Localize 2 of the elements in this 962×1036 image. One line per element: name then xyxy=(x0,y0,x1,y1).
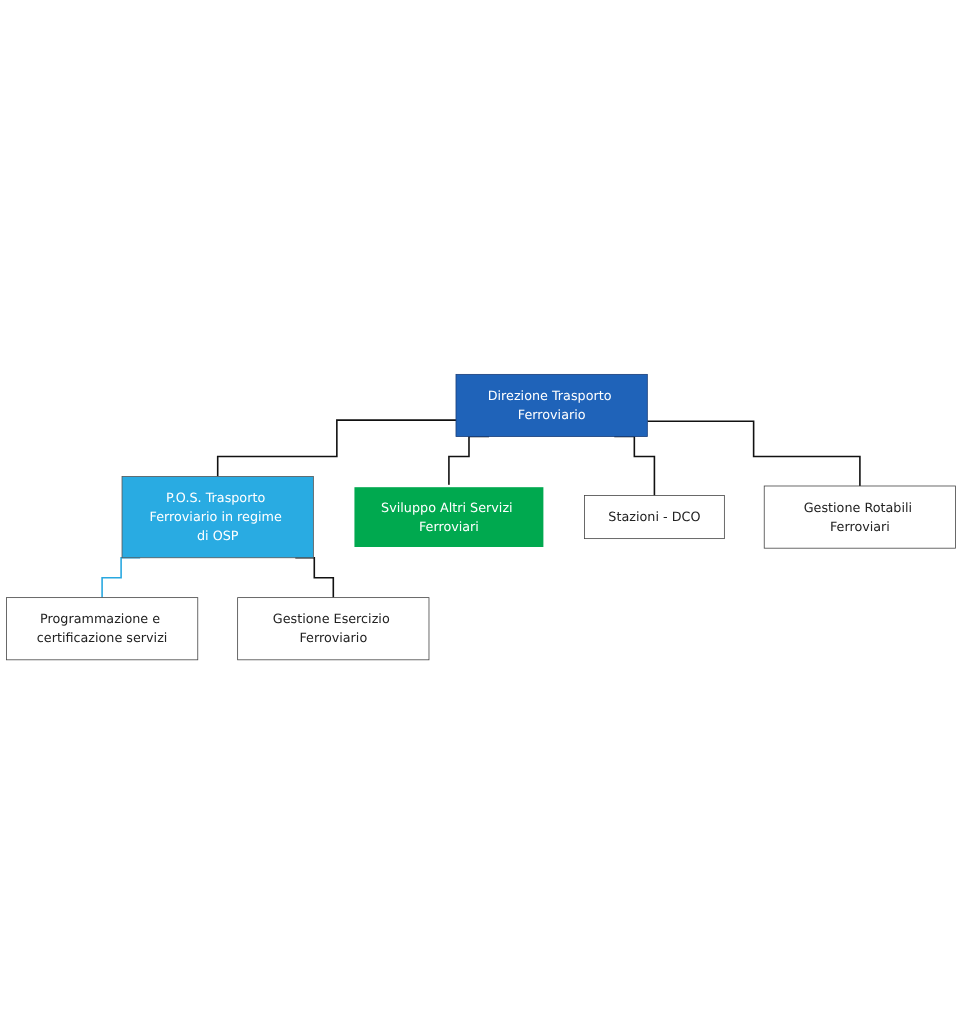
connector xyxy=(216,420,457,479)
connector xyxy=(646,421,861,488)
